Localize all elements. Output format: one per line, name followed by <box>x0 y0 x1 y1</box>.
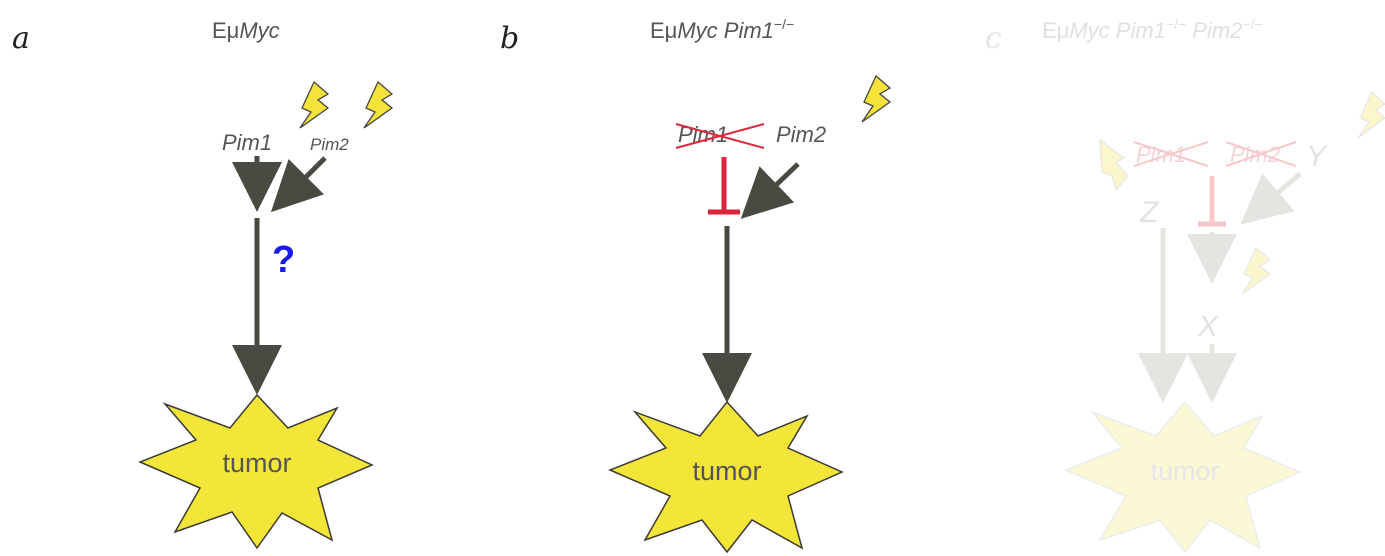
panel-b-title: EμMyc Pim1−/− <box>650 16 794 43</box>
tumor-label: tumor <box>692 456 761 486</box>
y-arrow <box>1240 172 1302 225</box>
panel-c-title: EμMyc Pim1−/− Pim2−/− <box>1042 16 1263 43</box>
lightning-icon <box>363 80 394 129</box>
tumor-starburst <box>138 393 374 550</box>
pim2-arrow <box>740 162 800 219</box>
panel-letter-c: c <box>985 21 1002 56</box>
gene-z: Z <box>1139 196 1160 229</box>
panel-a-title: EμMyc <box>212 18 280 43</box>
delete-cross-line <box>1225 141 1297 167</box>
lightning-icon <box>861 74 892 123</box>
panel-b: b EμMyc Pim1−/− Pim1 Pim2 tumor <box>500 16 892 554</box>
tumor-label: tumor <box>222 448 291 478</box>
tumor-starburst <box>1064 400 1302 554</box>
delete-cross-line <box>675 123 765 149</box>
gene-pim2: Pim2 <box>776 122 826 147</box>
lightning-icon <box>299 80 330 129</box>
question-mark: ? <box>272 239 295 281</box>
delete-cross-line <box>1133 141 1209 167</box>
lightning-icon <box>1241 247 1272 295</box>
gene-x: X <box>1197 310 1219 343</box>
gene-y: Y <box>1306 140 1328 173</box>
panel-letter-a: a <box>12 21 30 56</box>
gene-pim2: Pim2 <box>310 135 349 154</box>
gene-pim1: Pim1 <box>222 130 272 155</box>
tumor-starburst <box>608 400 844 554</box>
panel-c: c EμMyc Pim1−/− Pim2−/− Pim1 Pim2 Y Z X … <box>985 16 1385 554</box>
pim2-arrow <box>270 156 327 213</box>
lightning-icon <box>1099 138 1129 192</box>
lightning-icon <box>1357 90 1385 139</box>
panel-letter-b: b <box>500 21 519 56</box>
tumor-label: tumor <box>1150 456 1219 486</box>
panel-a: a EμMyc Pim1 Pim2 ? tumor <box>12 18 394 550</box>
